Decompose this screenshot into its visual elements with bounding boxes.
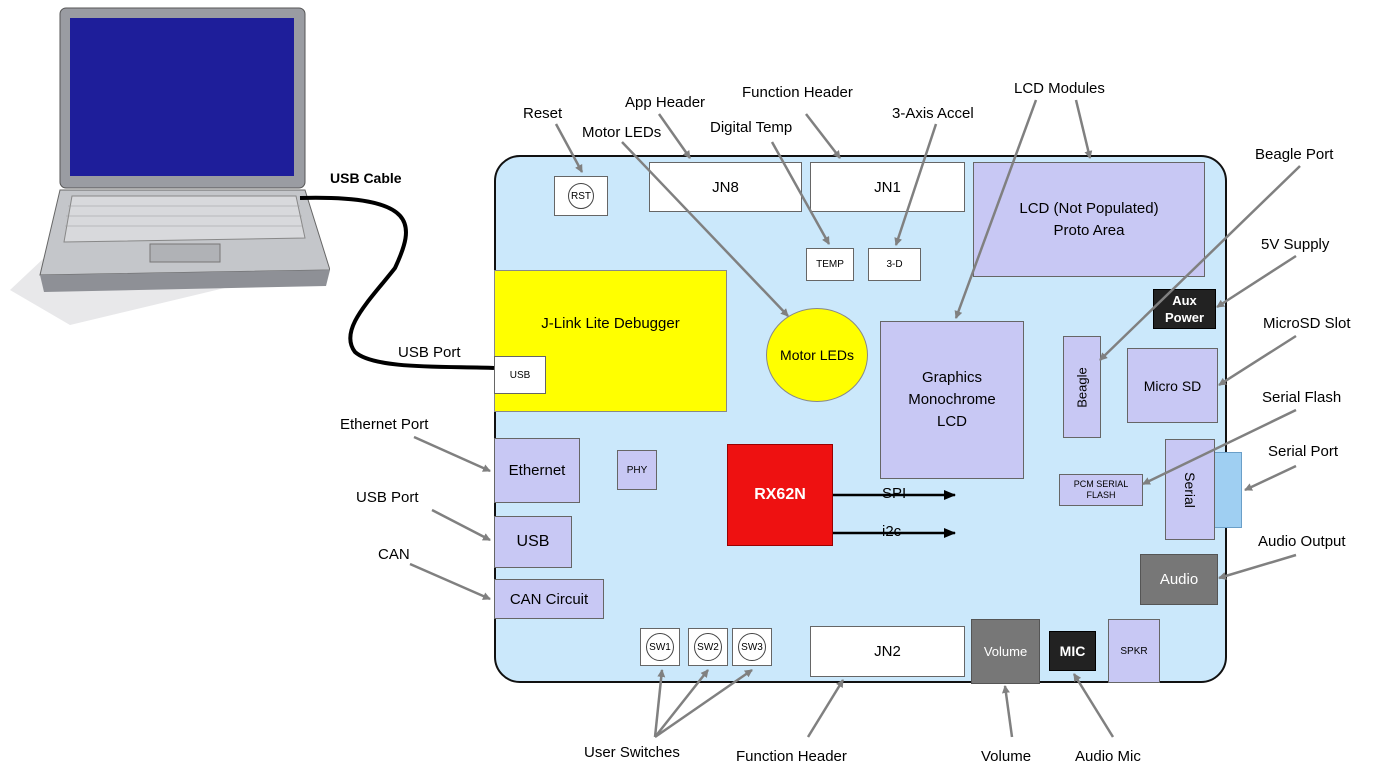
serial-flash-arrow xyxy=(1142,408,1297,486)
usb-port: USB xyxy=(494,516,572,568)
user-switch-arrow-1 xyxy=(653,669,666,738)
callout-supply: 5V Supply xyxy=(1261,236,1330,253)
lcd-modules-arrow-2 xyxy=(1074,99,1093,159)
serial-port-connector xyxy=(1214,452,1242,528)
volume-arrow xyxy=(1001,685,1014,738)
user-switch-arrow-3 xyxy=(654,668,753,739)
callout-audio-mic: Audio Mic xyxy=(1075,748,1141,765)
app-header-arrow xyxy=(657,113,692,159)
callout-audio-output: Audio Output xyxy=(1258,533,1346,550)
reset-switch-frame: RST xyxy=(554,176,608,216)
phy-chip: PHY xyxy=(617,450,657,490)
rx62n-mcu: RX62N xyxy=(727,444,833,546)
callout-usb-port: USB Port xyxy=(356,489,419,506)
audio-output: Audio xyxy=(1140,554,1218,605)
aux-power: Aux Power xyxy=(1153,289,1216,329)
sw1-button: SW1 xyxy=(646,633,674,661)
can-circuit: CAN Circuit xyxy=(494,579,604,619)
sw3-frame: SW3 xyxy=(732,628,772,666)
graphics-lcd: Graphics Monochrome LCD xyxy=(880,321,1024,479)
beagle-port: Beagle xyxy=(1063,336,1101,438)
sw3-button: SW3 xyxy=(738,633,766,661)
beagle-port-arrow xyxy=(1099,165,1301,361)
callout-function-header-top: Function Header xyxy=(742,84,853,101)
motor-leds-arrow xyxy=(621,141,789,317)
usb-cable-label: USB Cable xyxy=(330,170,402,186)
accel-arrow xyxy=(894,123,938,246)
callout-reset: Reset xyxy=(523,105,563,122)
micro-sd: Micro SD xyxy=(1127,348,1218,423)
callout-app-header: App Header xyxy=(625,94,706,111)
callout-beagle-port: Beagle Port xyxy=(1255,146,1334,163)
reset-arrow xyxy=(554,123,584,173)
callout-serial-flash: Serial Flash xyxy=(1262,389,1342,406)
audio-output-arrow xyxy=(1218,553,1297,580)
spi-label: SPI xyxy=(882,485,907,502)
accel-sensor: 3-D xyxy=(868,248,921,281)
mic-jack: MIC xyxy=(1049,631,1096,671)
callout-lcd-modules: LCD Modules xyxy=(1014,80,1105,97)
microsd-slot-arrow xyxy=(1218,334,1297,387)
sw2-frame: SW2 xyxy=(688,628,728,666)
callout-motor-leds: Motor LEDs xyxy=(582,124,662,141)
audio-mic-arrow xyxy=(1072,673,1115,738)
callout-serial-port: Serial Port xyxy=(1268,443,1339,460)
sw2-button: SW2 xyxy=(694,633,722,661)
speaker: SPKR xyxy=(1108,619,1160,683)
callout-can: CAN xyxy=(378,546,410,563)
can-arrow xyxy=(409,562,491,601)
reset-button: RST xyxy=(568,183,594,209)
callout-volume: Volume xyxy=(981,748,1032,765)
ethernet-jack: Ethernet xyxy=(494,438,580,503)
pcm-serial-flash: PCM SERIAL FLASH xyxy=(1059,474,1143,506)
callout-ethernet-port: Ethernet Port xyxy=(340,416,429,433)
sw1-frame: SW1 xyxy=(640,628,680,666)
temp-sensor: TEMP xyxy=(806,248,854,281)
callout-accel: 3-Axis Accel xyxy=(892,105,974,122)
user-switch-arrow-2 xyxy=(654,669,709,738)
lcd-proto-area: LCD (Not Populated) Proto Area xyxy=(973,162,1205,277)
serial-port: Serial xyxy=(1165,439,1215,540)
usb-debug-port: USB xyxy=(494,356,546,394)
jn2-header: JN2 xyxy=(810,626,965,677)
jn1-header: JN1 xyxy=(810,162,965,212)
supply-arrow xyxy=(1216,254,1297,309)
callout-digital-temp: Digital Temp xyxy=(710,119,793,136)
function-header-bottom-arrow xyxy=(806,679,845,738)
ethernet-port-arrow xyxy=(413,435,491,473)
debugger-label: J-Link Lite Debugger xyxy=(541,315,680,332)
motor-leds-circle: Motor LEDs xyxy=(766,308,868,402)
callout-user-switches: User Switches xyxy=(584,744,680,761)
jn8-header: JN8 xyxy=(649,162,802,212)
laptop-illustration xyxy=(10,7,330,325)
digital-temp-arrow xyxy=(770,141,831,245)
usb-port-arrow xyxy=(431,508,491,542)
lcd-modules-arrow-1 xyxy=(954,99,1038,319)
volume-pot: Volume xyxy=(971,619,1040,684)
function-header-top-arrow xyxy=(805,113,841,159)
serial-port-arrow xyxy=(1244,464,1297,492)
callout-microsd-slot: MicroSD Slot xyxy=(1263,315,1351,332)
usb-port-debug-label: USB Port xyxy=(398,344,461,361)
i2c-label: i2c xyxy=(882,523,902,540)
callout-function-header-bottom: Function Header xyxy=(736,748,847,765)
laptop-image xyxy=(0,0,330,330)
usb-cable xyxy=(299,195,495,370)
